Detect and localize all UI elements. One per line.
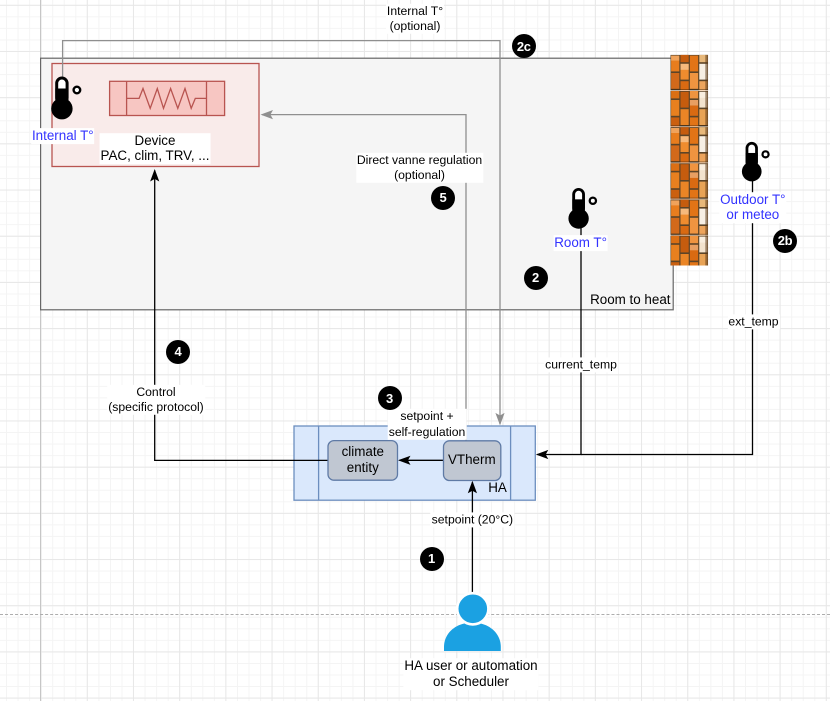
page-boundary-horizontal: [0, 614, 830, 615]
label-setpoint-selfreg: setpoint + self-regulation: [387, 409, 467, 440]
label-ha: HA: [488, 479, 507, 495]
badge-step-3: 3: [377, 386, 402, 410]
label-current-temp: current_temp: [544, 357, 618, 373]
user-icon: [444, 591, 501, 651]
label-room-t: Room T°: [553, 235, 608, 252]
badge-step-4: 4: [166, 339, 190, 364]
edge-internal-temp: [61, 39, 505, 426]
badge-step-1: 1: [419, 546, 444, 571]
edge-vtherm-climate: [398, 455, 444, 465]
label-internal-t: Internal T°: [30, 128, 95, 144]
label-outdoor-t: Outdoor T° or meteo: [719, 191, 787, 224]
label-vtherm: VTherm: [447, 452, 496, 468]
badge-step-2b: 2b: [773, 228, 797, 253]
edge-direct-vanne: [260, 110, 467, 441]
badge-step-2: 2: [523, 265, 548, 290]
label-control: Control (specific protocol): [107, 384, 205, 416]
brick-wall-icon: [670, 54, 709, 266]
vtherm-box: [442, 440, 502, 482]
label-setpoint: setpoint (20°C): [430, 512, 515, 528]
resistor-icon: [108, 80, 226, 117]
label-direct-vanne: Direct vanne regulation (optional): [355, 152, 484, 183]
label-ext-temp: ext_temp: [727, 313, 780, 330]
edge-setpoint: [467, 480, 477, 593]
label-room-to-heat: Room to heat: [590, 291, 671, 307]
edge-control: [150, 169, 328, 462]
outdoor-thermometer-icon: [740, 141, 770, 183]
label-user: HA user or automation or Scheduler: [403, 658, 539, 691]
climate-entity-box: [327, 439, 399, 481]
page-boundary-vertical: [40, 0, 41, 701]
badge-step-2c: 2c: [511, 34, 536, 59]
label-climate-entity: climate entity: [341, 444, 385, 476]
label-device: Device PAC, clim, TRV, ...: [99, 132, 211, 165]
edge-ext-temp: [581, 180, 754, 456]
badge-step-5: 5: [431, 185, 455, 210]
label-internal-t-optional: Internal T° (optional): [385, 3, 445, 35]
